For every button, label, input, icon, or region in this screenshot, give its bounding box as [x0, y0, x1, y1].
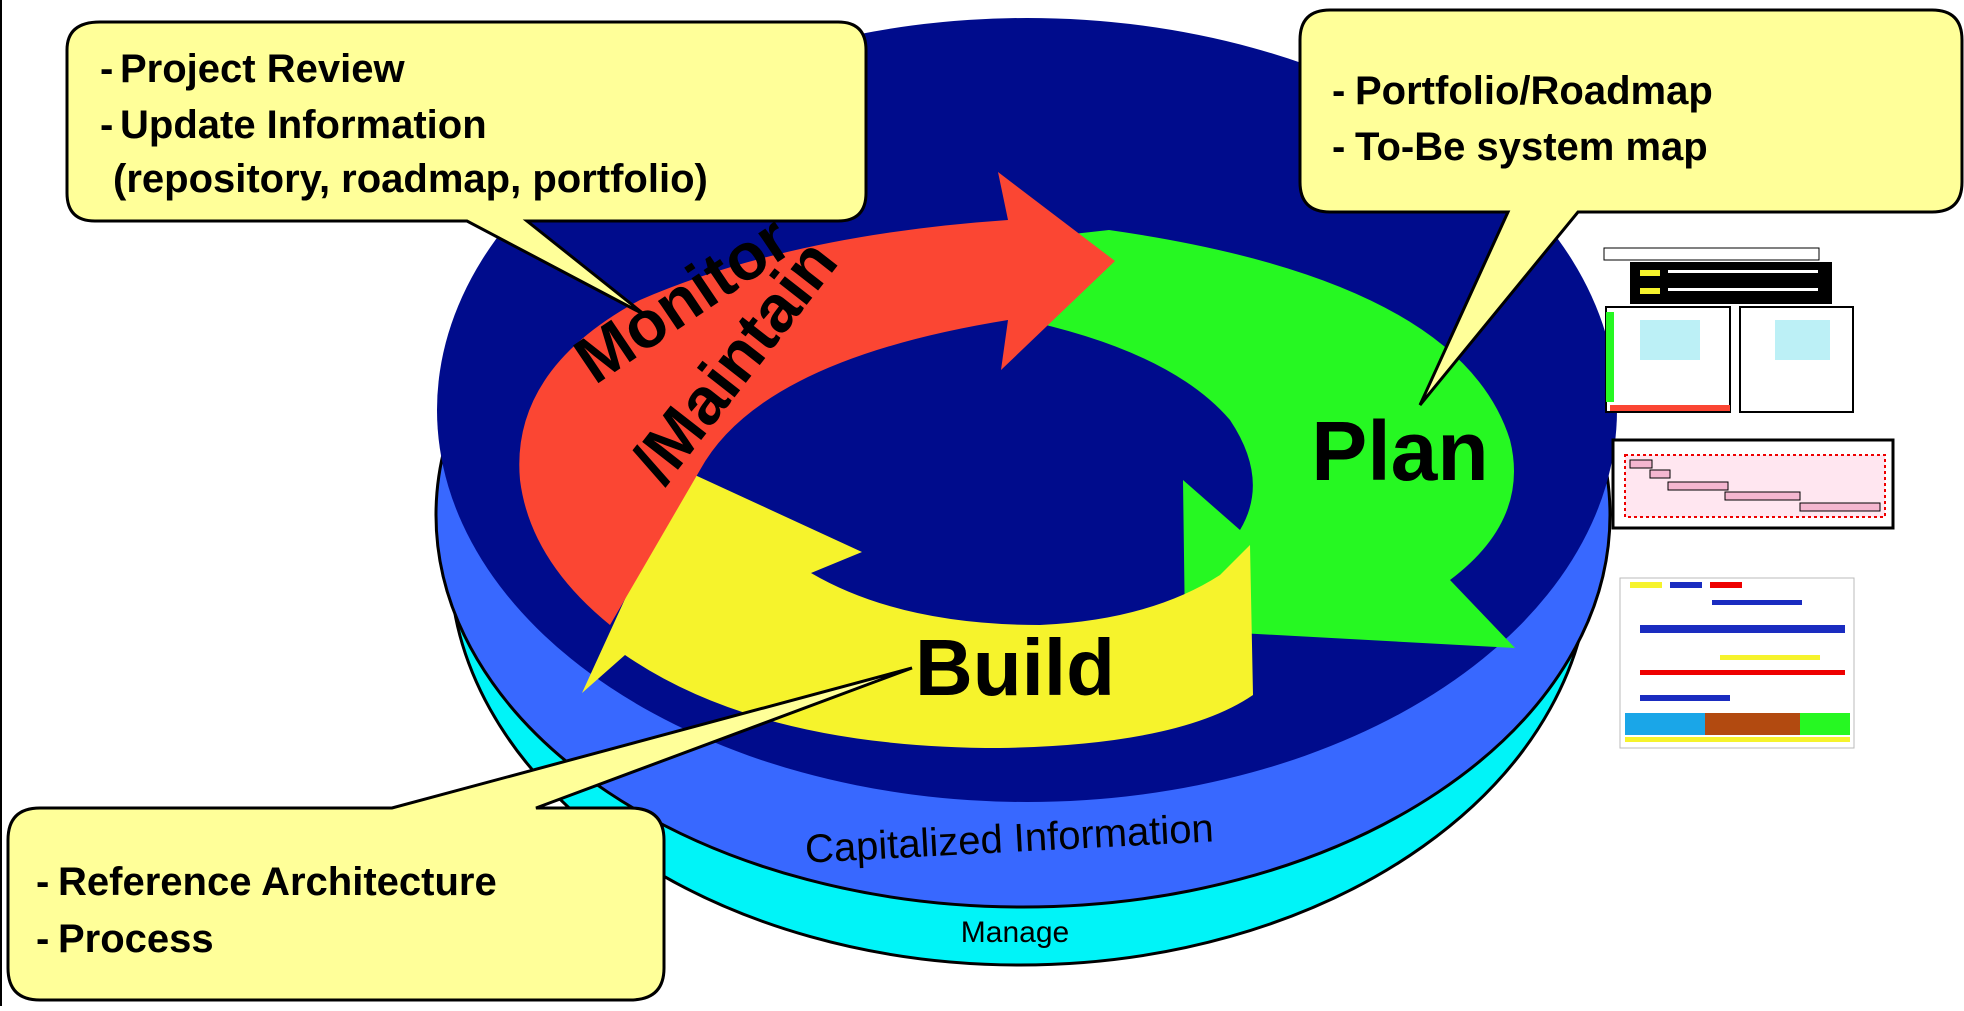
plan-arrow — [1015, 230, 1515, 648]
roadmap-thumbnail — [1611, 438, 1895, 530]
plan-callout-item-2: To-Be system map — [1355, 125, 1708, 169]
plan-callout — [1298, 8, 1964, 406]
build-callout-bullet-1: - — [36, 860, 49, 904]
build-label: Build — [915, 623, 1115, 712]
monitor-callout-subtext: (repository, roadmap, portfolio) — [113, 157, 708, 201]
monitor-arrow — [519, 172, 1115, 625]
monitor-callout — [65, 20, 868, 317]
system-map-thumbnail — [1619, 577, 1855, 749]
plan-callout-item-1: Portfolio/Roadmap — [1355, 69, 1713, 113]
monitor-callout-bullet-2: - — [100, 103, 113, 147]
manage-label: Manage — [961, 916, 1069, 949]
build-callout — [6, 666, 913, 1002]
monitor-callout-bullet-1: - — [100, 47, 113, 91]
build-callout-item-2: Process — [58, 917, 214, 961]
plan-callout-bullet-2: - — [1332, 125, 1345, 169]
monitor-callout-item-1: Project Review — [120, 47, 405, 91]
build-callout-bullet-2: - — [36, 917, 49, 961]
left-border-line — [0, 0, 2, 1006]
monitor-callout-item-2: Update Information — [120, 103, 487, 147]
build-callout-item-1: Reference Architecture — [58, 860, 497, 904]
portfolio-thumbnail — [1603, 247, 1854, 413]
plan-callout-bullet-1: - — [1332, 69, 1345, 113]
plan-label: Plan — [1311, 404, 1488, 498]
build-arrow — [582, 470, 1253, 748]
